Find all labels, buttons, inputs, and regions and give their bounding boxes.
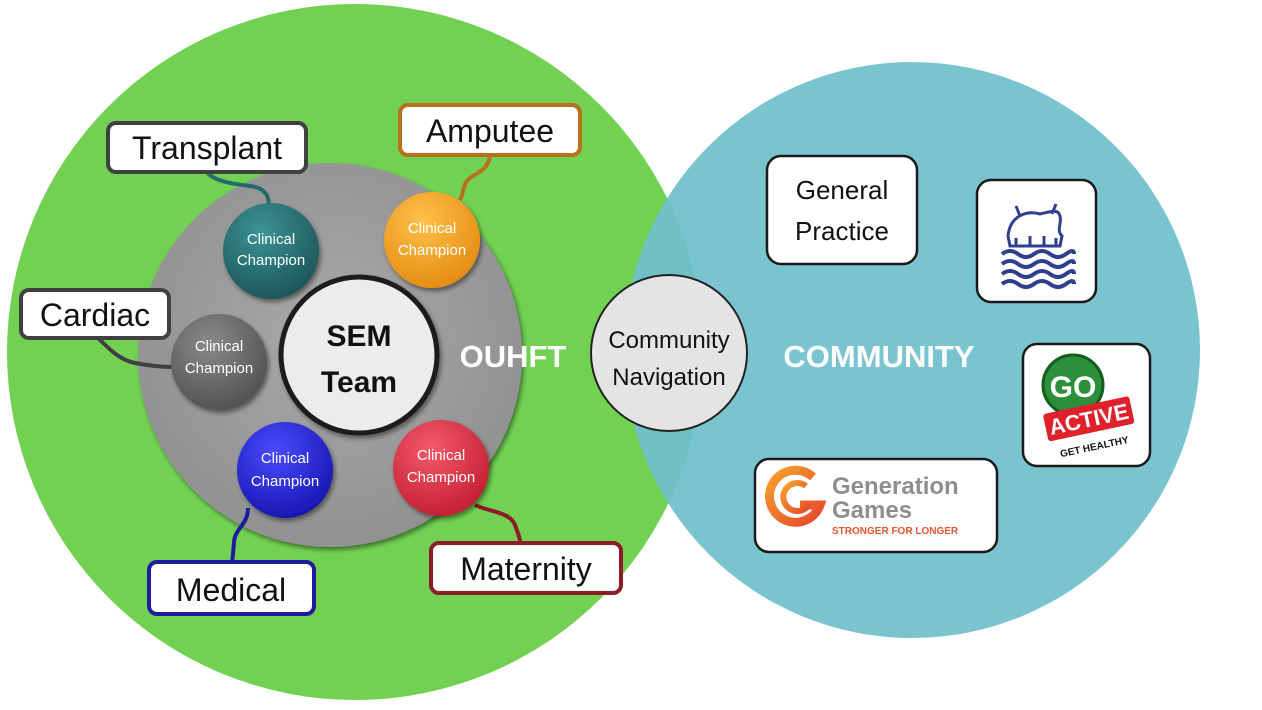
champion-amputee-line2: Champion [398,242,466,259]
label-maternity: Maternity [429,541,623,595]
general-practice-line2: Practice [795,216,889,246]
go-active-line1: GO [1050,371,1097,404]
crest-card [975,178,1098,304]
connector-amputee [458,155,492,202]
connector-transplant [203,165,271,209]
champion-amputee-line1: Clinical [408,220,456,237]
champion-medical-line2: Champion [251,473,319,490]
champion-amputee: Clinical Champion [384,192,480,288]
champion-maternity-line1: Clinical [417,447,465,464]
champion-maternity-line2: Champion [407,469,475,486]
go-active-card: GO ACTIVE GET HEALTHY [1021,342,1152,468]
go-active-logo: GO ACTIVE GET HEALTHY [1041,353,1135,460]
label-medical: Medical [147,560,316,616]
label-transplant-text: Transplant [132,130,282,166]
generation-games-tagline: STRONGER FOR LONGER [832,526,959,537]
generation-games-line1: Generation [832,473,959,500]
champion-cardiac-line2: Champion [185,360,253,377]
connector-maternity [474,503,522,544]
oxford-crest-logo [1000,203,1076,289]
community-label: COMMUNITY [783,339,974,374]
champion-maternity: Clinical Champion [393,420,489,516]
champion-cardiac: Clinical Champion [171,314,267,410]
generation-games-line2: Games [832,497,912,524]
connector-cardiac [93,333,176,369]
champion-medical-line1: Clinical [261,450,309,467]
connector-medical [230,507,250,563]
label-cardiac-text: Cardiac [40,297,150,333]
sem-team-line1: SEM [326,320,391,353]
champion-transplant: Clinical Champion [223,203,319,299]
champion-transplant-line1: Clinical [247,231,295,248]
sem-team-line2: Team [321,366,397,399]
label-amputee-text: Amputee [426,113,554,149]
ouhft-label: OUHFT [460,339,567,374]
champion-cardiac-line1: Clinical [195,338,243,355]
community-navigation-circle [590,274,748,432]
label-cardiac: Cardiac [19,288,171,340]
generation-games-card: Generation Games STRONGER FOR LONGER [753,457,999,554]
champion-transplant-line2: Champion [237,252,305,269]
general-practice-card: General Practice [765,154,919,266]
label-medical-text: Medical [176,572,286,608]
label-transplant: Transplant [106,121,308,174]
community-navigation-line2: Navigation [612,364,725,391]
community-navigation-line1: Community [608,327,729,354]
champion-medical: Clinical Champion [237,422,333,518]
sem-team-circle [278,274,440,436]
label-maternity-text: Maternity [460,551,592,587]
label-amputee: Amputee [398,103,582,157]
general-practice-line1: General [796,175,889,205]
generation-games-logo: Generation Games STRONGER FOR LONGER [765,465,959,537]
